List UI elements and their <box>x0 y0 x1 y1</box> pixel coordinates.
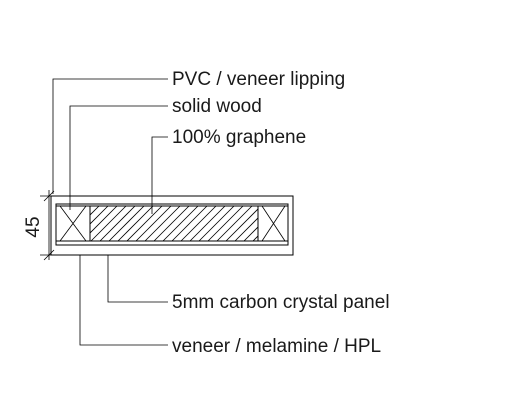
inner-frame <box>55 203 289 246</box>
hatch-line <box>216 206 253 241</box>
hatch-line <box>262 206 297 241</box>
panel-section <box>50 195 324 256</box>
label-lipping: PVC / veneer lipping <box>172 69 345 90</box>
hatch-line <box>198 206 235 241</box>
leader-lipping <box>52 78 168 194</box>
hatch-line <box>90 206 91 207</box>
label-solid-wood: solid wood <box>172 96 262 117</box>
leader-panel <box>107 255 168 303</box>
outer-panel-outline <box>50 195 294 256</box>
hatch-line <box>117 206 154 241</box>
hatch-line <box>280 206 315 241</box>
left-solid-wood <box>55 205 91 242</box>
leader-lines <box>52 78 168 346</box>
hatch-line <box>126 206 163 241</box>
hatch-line <box>135 206 172 241</box>
hatch-line <box>144 206 181 241</box>
label-panel: 5mm carbon crystal panel <box>172 292 390 313</box>
thickness-value: 45 <box>23 216 44 237</box>
leader-core <box>151 136 168 214</box>
hatch-line <box>243 226 258 241</box>
hatch-line <box>108 206 145 241</box>
right-solid-wood <box>257 205 289 242</box>
hatch-line <box>90 206 109 225</box>
hatch-line <box>99 206 136 241</box>
hatch-line <box>189 206 226 241</box>
leader-surface <box>79 255 168 346</box>
hatch-line <box>171 206 208 241</box>
hatch-line <box>90 206 100 216</box>
label-surface: veneer / melamine / HPL <box>172 336 381 357</box>
hatch-line <box>90 206 127 241</box>
hatch-line <box>289 206 324 241</box>
hatch-line <box>180 206 217 241</box>
hatch-line <box>234 217 258 241</box>
thickness-dimension: 45 <box>23 190 58 261</box>
label-core: 100% graphene <box>172 127 306 148</box>
leader-solid-wood <box>69 105 168 210</box>
hatch-line <box>162 206 199 241</box>
hatch-line <box>225 208 258 241</box>
graphene-core <box>89 205 324 242</box>
hatch-line <box>207 206 244 241</box>
hatch-line <box>90 206 118 234</box>
hatch-line <box>153 206 190 241</box>
